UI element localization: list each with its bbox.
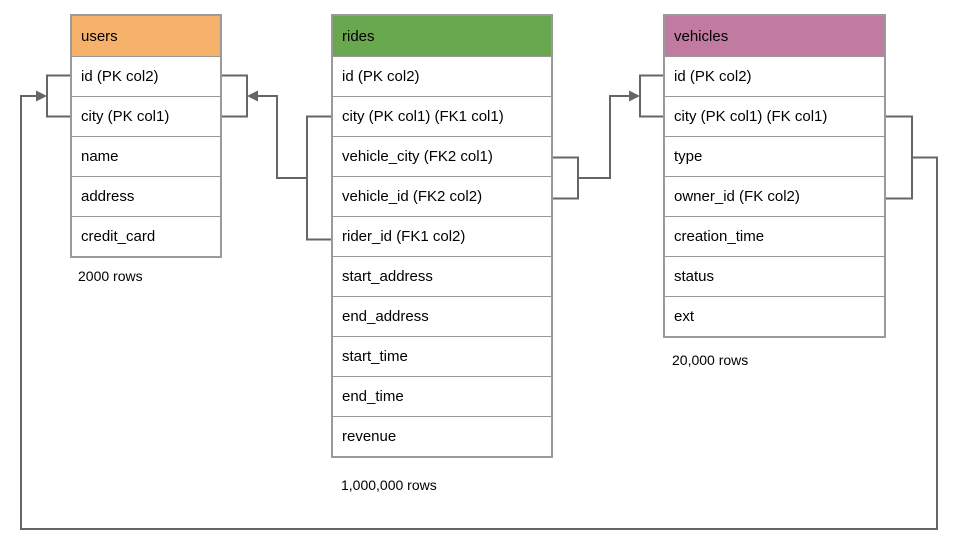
column-label: vehicle_id (FK2 col2): [342, 188, 483, 205]
rides-row-count-label: 1,000,000 rows: [341, 477, 437, 493]
table-row: creation_time: [665, 216, 884, 256]
table-row: type: [665, 136, 884, 176]
table-row: rider_id (FK1 col2): [333, 216, 551, 256]
column-label: id (PK col2): [342, 68, 420, 85]
table-rides-title: rides: [342, 27, 375, 45]
vehicles-to-users-line: [20, 95, 938, 530]
table-row: id (PK col2): [333, 56, 551, 96]
table-row: ext: [665, 296, 884, 336]
vehicles-to-users-arrowhead: [36, 90, 47, 102]
table-row: revenue: [333, 416, 551, 456]
rides-to-vehicles-arrowhead: [629, 90, 640, 102]
column-label: city (PK col1) (FK col1): [674, 108, 828, 125]
column-label: name: [81, 148, 119, 165]
column-label: revenue: [342, 428, 397, 445]
column-label: start_time: [342, 348, 408, 365]
column-label: credit_card: [81, 228, 156, 245]
table-users-header: users: [72, 16, 220, 56]
column-label: type: [674, 148, 703, 165]
column-label: ext: [674, 308, 695, 325]
column-label: city (PK col1) (FK1 col1): [342, 108, 504, 125]
rides-right-fk2-bracket: [553, 156, 579, 200]
table-row: name: [72, 136, 220, 176]
column-label: rider_id (FK1 col2): [342, 228, 466, 245]
column-label: end_address: [342, 308, 429, 325]
table-row: owner_id (FK col2): [665, 176, 884, 216]
table-users: users id (PK col2) city (PK col1) name a…: [70, 14, 222, 258]
column-label: id (PK col2): [81, 68, 159, 85]
table-row: city (PK col1) (FK col1): [665, 96, 884, 136]
table-users-title: users: [81, 27, 118, 45]
column-label: address: [81, 188, 135, 205]
table-row: id (PK col2): [72, 56, 220, 96]
column-label: id (PK col2): [674, 68, 752, 85]
rides-to-vehicles-line: [578, 95, 630, 179]
vehicles-left-pk-bracket: [639, 74, 663, 118]
column-label: owner_id (FK col2): [674, 188, 800, 205]
table-row: city (PK col1) (FK1 col1): [333, 96, 551, 136]
table-vehicles-title: vehicles: [674, 27, 729, 45]
table-row: vehicle_id (FK2 col2): [333, 176, 551, 216]
table-row: city (PK col1): [72, 96, 220, 136]
column-label: vehicle_city (FK2 col1): [342, 148, 493, 165]
table-row: end_address: [333, 296, 551, 336]
table-rides: rides id (PK col2) city (PK col1) (FK1 c…: [331, 14, 553, 458]
column-label: status: [674, 268, 715, 285]
table-row: credit_card: [72, 216, 220, 256]
users-left-pk-bracket: [46, 74, 70, 118]
table-rides-header: rides: [333, 16, 551, 56]
table-vehicles: vehicles id (PK col2) city (PK col1) (FK…: [663, 14, 886, 338]
users-right-pk-bracket: [222, 74, 248, 118]
rides-left-fk1-bracket: [306, 115, 331, 241]
table-row: status: [665, 256, 884, 296]
column-label: end_time: [342, 388, 404, 405]
column-label: start_address: [342, 268, 433, 285]
rides-to-users-arrowhead: [247, 90, 258, 102]
vehicles-row-count-label: 20,000 rows: [672, 352, 749, 368]
table-row: vehicle_city (FK2 col1): [333, 136, 551, 176]
table-row: start_address: [333, 256, 551, 296]
table-vehicles-header: vehicles: [665, 16, 884, 56]
users-row-count-label: 2000 rows: [78, 268, 143, 284]
column-label: city (PK col1): [81, 108, 170, 125]
table-row: address: [72, 176, 220, 216]
vehicles-right-fk-bracket: [886, 115, 913, 200]
rides-to-users-line: [257, 95, 307, 179]
table-row: start_time: [333, 336, 551, 376]
column-label: creation_time: [674, 228, 765, 245]
table-row: id (PK col2): [665, 56, 884, 96]
table-row: end_time: [333, 376, 551, 416]
